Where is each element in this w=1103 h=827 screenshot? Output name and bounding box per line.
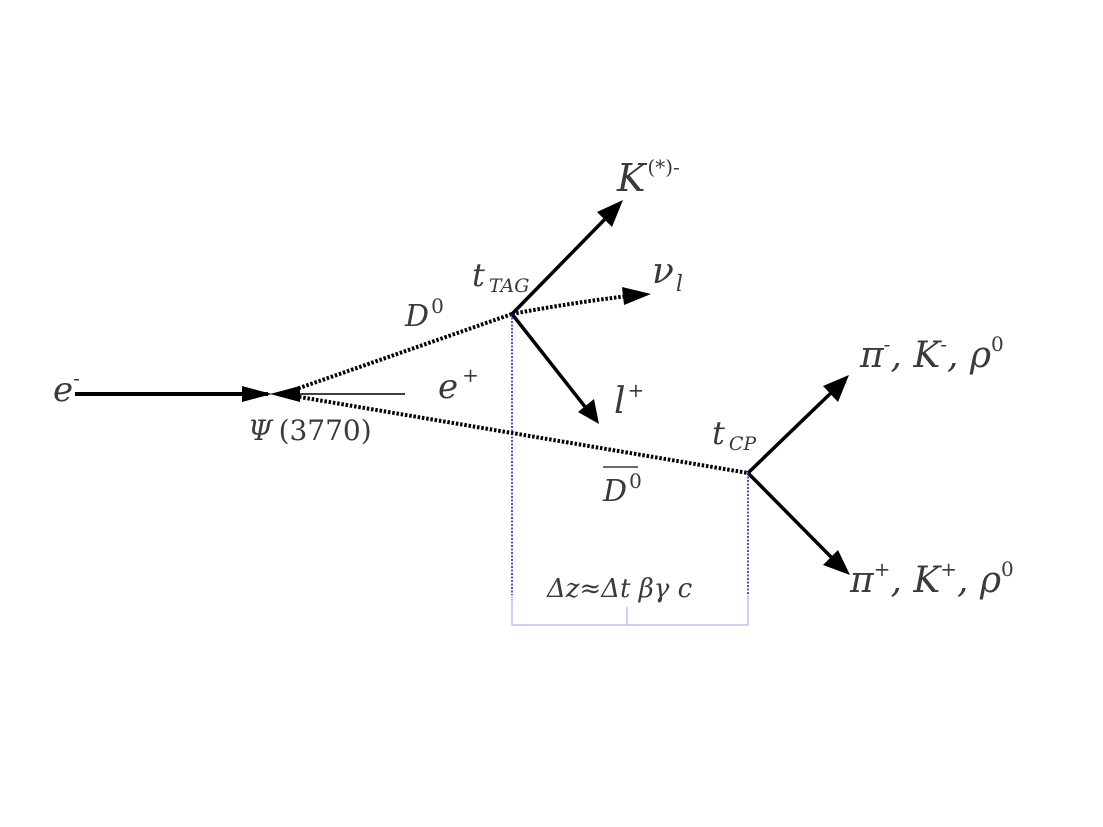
neutrino-label: νl <box>652 251 683 297</box>
positron-arrowhead <box>270 386 300 402</box>
electron-label: e- <box>53 366 80 410</box>
d0-track <box>281 312 513 396</box>
kaon-track <box>510 214 610 316</box>
cp-plus-track <box>746 471 836 562</box>
lepton-track <box>510 312 588 410</box>
final-state-plus-label: π+, K+, ρ0 <box>849 557 1014 601</box>
delta-z-label: Δz≈Δt βγ c <box>546 574 693 604</box>
positron-label: e+ <box>438 363 479 407</box>
cp-minus-arrowhead <box>823 375 849 402</box>
electron-arrowhead <box>242 386 272 402</box>
d0bar-track <box>281 392 749 475</box>
neutrino-arrowhead <box>622 287 651 305</box>
kaon-arrowhead <box>597 200 623 227</box>
lepton-arrowhead <box>578 399 599 424</box>
final-state-minus-label: π-, K-, ρ0 <box>859 332 1004 376</box>
delta-z-bracket <box>511 595 749 626</box>
cp-minus-track <box>746 388 836 475</box>
neutrino-track <box>511 294 629 316</box>
lepton-label: l+ <box>614 378 644 422</box>
psi-label: Ψ(3770) <box>248 414 372 447</box>
cp-plus-arrowhead <box>823 550 850 575</box>
kaon-label: K(*)- <box>616 155 680 200</box>
